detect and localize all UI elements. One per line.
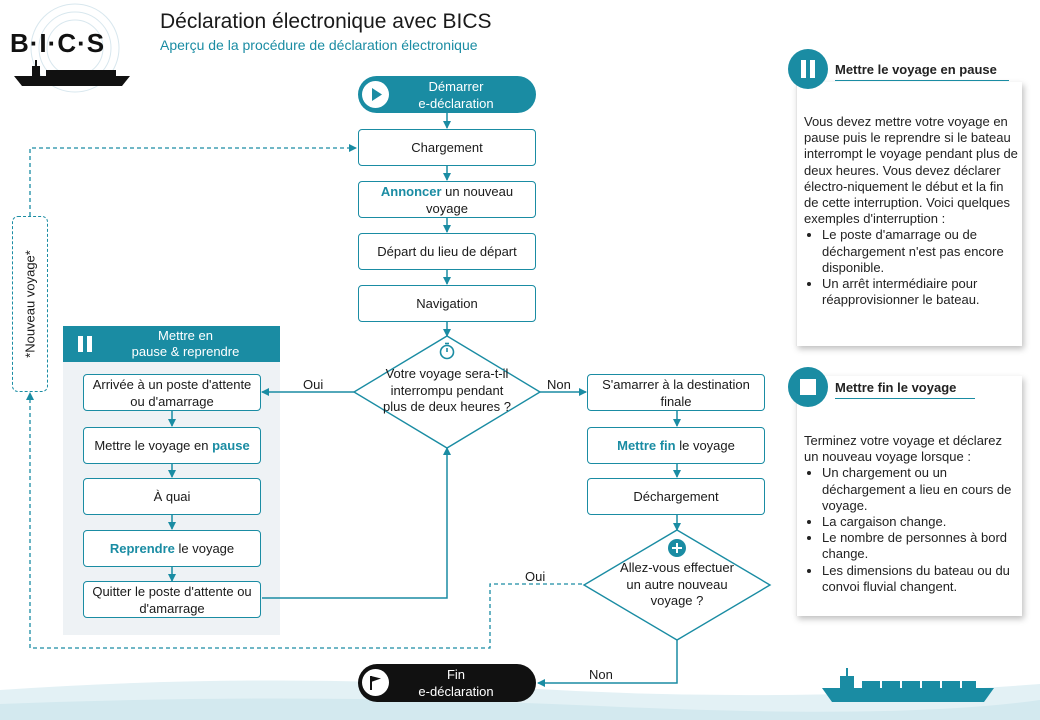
edge-label-non: Non: [547, 377, 571, 392]
pause-header-line1: Mettre en: [158, 328, 213, 343]
logo-ship-icon: [14, 60, 130, 86]
new-voyage-label: *Nouveau voyage*: [22, 250, 38, 358]
pause-step-arrival-label: Arrivée à un poste d'attente ou d'amarra…: [92, 376, 252, 409]
step-end-voyage: Mettre fin le voyage: [587, 427, 765, 464]
panel-end-title: Mettre fin le voyage: [835, 380, 975, 399]
page-title: Déclaration électronique avec BICS: [160, 10, 492, 33]
stop-round-icon: [788, 367, 828, 407]
panel-pause-text: Vous devez mettre votre voyage en pause …: [804, 114, 1018, 227]
info-panel-pause: Vous devez mettre votre voyage en pause …: [796, 82, 1022, 346]
step-moor: S'amarrer à la destination finale: [587, 374, 765, 411]
stopwatch-icon: [439, 342, 455, 360]
pause-step-pause-label: Mettre le voyage en pause: [94, 438, 250, 453]
edge-label-non-2: Non: [589, 667, 613, 682]
start-label-2: e-déclaration: [418, 95, 494, 111]
pause-step-quay-label: À quai: [153, 489, 191, 504]
panel-end-bullet: Le nombre de personnes à bord change.: [822, 530, 1018, 562]
bics-logo: B·I·C·S: [10, 28, 135, 90]
edge-label-oui-2: Oui: [525, 569, 546, 584]
step-navigation: Navigation: [358, 285, 536, 322]
step-loading-label: Chargement: [411, 140, 483, 155]
logo-text: B·I·C·S: [10, 28, 106, 58]
step-end-voyage-label: Mettre fin le voyage: [617, 438, 735, 453]
step-announce-label: Annoncer un nouveau voyage: [380, 183, 514, 216]
panel-end-bullet: Un chargement ou un déchargement a lieu …: [822, 465, 1018, 514]
play-icon: [362, 81, 389, 108]
step-departure: Départ du lieu de départ: [358, 233, 536, 270]
panel-end-bullet: Les dimensions du bateau ou du convoi fl…: [822, 563, 1018, 595]
panel-pause-bullet: Un arrêt intermédiaire pour réapprovisio…: [822, 276, 1020, 308]
end-label-2: e-déclaration: [418, 684, 494, 699]
step-moor-label: S'amarrer à la destination finale: [602, 376, 750, 409]
step-announce: Annoncer un nouveau voyage: [358, 181, 536, 218]
start-pill: Démarrer e-déclaration: [358, 76, 536, 113]
pause-round-icon: [788, 49, 828, 89]
step-unloading: Déchargement: [587, 478, 765, 515]
pause-step-leave-label: Quitter le poste d'attente ou d'amarrage: [92, 583, 252, 616]
panel-pause-bullet: Le poste d'amarrage ou de déchargement n…: [822, 227, 1020, 276]
decision-new-voyage: Allez-vous effectuer un autre nouveau vo…: [620, 560, 734, 609]
ship-icon: [822, 668, 994, 702]
panel-end-bullet: La cargaison change.: [822, 514, 1018, 530]
step-loading: Chargement: [358, 129, 536, 166]
pause-step-leave: Quitter le poste d'attente ou d'amarrage: [83, 581, 261, 618]
pause-section-header: Mettre en pause & reprendre: [63, 326, 280, 362]
step-departure-label: Départ du lieu de départ: [377, 244, 517, 259]
panel-pause-title: Mettre le voyage en pause: [835, 62, 1009, 81]
pause-step-arrival: Arrivée à un poste d'attente ou d'amarra…: [83, 374, 261, 411]
page-subtitle: Aperçu de la procédure de déclaration él…: [160, 37, 478, 53]
end-label-1: Fin: [446, 667, 466, 682]
pause-header-line2: pause & reprendre: [131, 344, 240, 359]
start-label-1: Démarrer: [428, 78, 484, 94]
info-panel-end: Terminez votre voyage et déclarez un nou…: [796, 376, 1022, 616]
step-navigation-label: Navigation: [416, 296, 478, 311]
pause-step-pause: Mettre le voyage en pause: [83, 427, 261, 464]
pause-step-resume-label: Reprendre le voyage: [109, 541, 235, 556]
pause-step-quay: À quai: [83, 478, 261, 515]
end-pill: Fin e-déclaration: [358, 664, 536, 702]
step-unloading-label: Déchargement: [633, 489, 719, 504]
plus-icon: [668, 539, 686, 557]
flag-icon: [362, 669, 389, 696]
edge-label-oui: Oui: [303, 377, 324, 392]
decision-interrupt: Votre voyage sera-t-il interrompu pendan…: [383, 366, 511, 415]
panel-end-text: Terminez votre voyage et déclarez un nou…: [804, 433, 1002, 465]
pause-step-resume: Reprendre le voyage: [83, 530, 261, 567]
new-voyage-label-box: *Nouveau voyage*: [12, 216, 48, 392]
pause-icon: [78, 336, 92, 352]
